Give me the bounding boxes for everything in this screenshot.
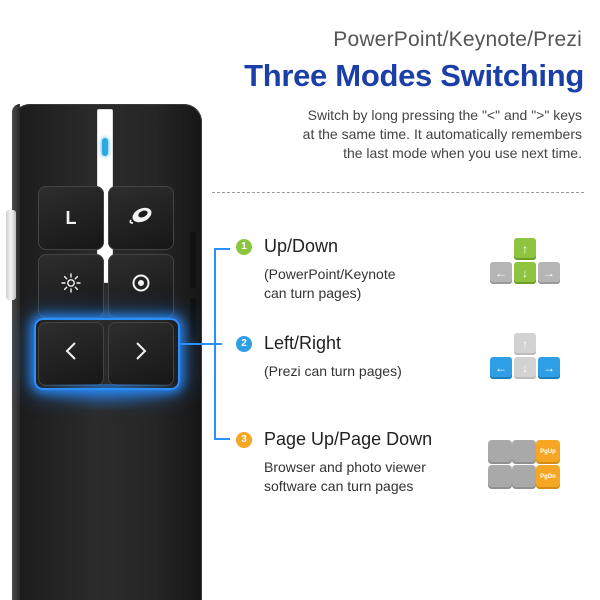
mode-description-line: Browser and photo viewer xyxy=(264,459,426,475)
mode-header: 1 Up/Down xyxy=(236,236,476,257)
mouse-icon xyxy=(128,205,154,231)
mode-pageupdown: 3 Page Up/Page Down Browser and photo vi… xyxy=(236,429,476,496)
mouse-key[interactable] xyxy=(108,186,174,250)
connector-line xyxy=(180,343,222,345)
down-key-icon: ↓ xyxy=(514,262,536,284)
laser-key[interactable]: L xyxy=(38,186,104,250)
mode-description: Browser and photo viewer software can tu… xyxy=(264,458,476,496)
laser-key-label: L xyxy=(65,207,77,228)
dashed-divider xyxy=(212,192,584,193)
remote-side-trim xyxy=(6,210,16,300)
down-key-icon: ↓ xyxy=(514,357,536,379)
target-icon xyxy=(130,272,152,300)
status-led xyxy=(102,138,108,156)
subtitle: PowerPoint/Keynote/Prezi xyxy=(333,28,582,51)
remote-keypad: L xyxy=(38,186,176,388)
chevron-right-icon xyxy=(133,340,149,368)
mode-description-line: (Prezi can turn pages) xyxy=(264,363,402,379)
connector-line xyxy=(214,438,230,440)
remote-rim xyxy=(12,104,20,600)
description-line: Switch by long pressing the "<" and ">" … xyxy=(307,107,582,123)
mode-description-line: can turn pages) xyxy=(264,285,362,301)
mode-description-line: software can turn pages xyxy=(264,478,414,494)
connector-line xyxy=(214,248,230,250)
mode-description: (PowerPoint/Keynote can turn pages) xyxy=(264,265,476,303)
description: Switch by long pressing the "<" and ">" … xyxy=(242,106,582,163)
blank-key-icon xyxy=(488,440,512,464)
brightness-icon xyxy=(60,272,82,300)
up-key-icon: ↑ xyxy=(514,333,536,355)
mode-number-badge: 2 xyxy=(236,335,252,352)
brightness-key[interactable] xyxy=(38,254,104,318)
target-key[interactable] xyxy=(108,254,174,318)
remote-side-button[interactable] xyxy=(190,298,196,338)
mode-header: 3 Page Up/Page Down xyxy=(236,429,476,450)
description-line: at the same time. It automatically remem… xyxy=(302,126,582,142)
connector-line xyxy=(214,248,216,440)
right-key-icon: → xyxy=(538,262,560,284)
chevron-left-icon xyxy=(63,340,79,368)
left-key-icon: ← xyxy=(490,357,512,379)
right-key-icon: → xyxy=(538,357,560,379)
mode-leftright: 2 Left/Right (Prezi can turn pages) xyxy=(236,333,476,381)
previous-key[interactable] xyxy=(38,322,104,386)
mode-header: 2 Left/Right xyxy=(236,333,476,354)
mode-number-badge: 1 xyxy=(236,238,252,255)
page-title: Three Modes Switching xyxy=(244,58,584,93)
left-key-icon: ← xyxy=(490,262,512,284)
description-line: the last mode when you use next time. xyxy=(343,145,582,161)
blank-key-icon xyxy=(488,465,512,489)
highlight-glow-spill xyxy=(32,384,182,412)
mode-title: Up/Down xyxy=(264,236,339,256)
mode-title: Page Up/Page Down xyxy=(264,429,433,449)
blank-key-icon xyxy=(512,465,536,489)
highlight-glow xyxy=(34,318,180,390)
blank-key-icon xyxy=(512,440,536,464)
next-key[interactable] xyxy=(108,322,174,386)
mode-description: (Prezi can turn pages) xyxy=(264,362,476,381)
mode-number-badge: 3 xyxy=(236,431,252,448)
pgdn-key-icon: PgDn xyxy=(536,465,560,489)
up-key-icon: ↑ xyxy=(514,238,536,260)
mode-description-line: (PowerPoint/Keynote xyxy=(264,266,396,282)
mode-updown: 1 Up/Down (PowerPoint/Keynote can turn p… xyxy=(236,236,476,303)
mode-title: Left/Right xyxy=(264,333,342,353)
pgup-key-icon: PgUp xyxy=(536,440,560,464)
remote-side-button[interactable] xyxy=(190,232,196,288)
